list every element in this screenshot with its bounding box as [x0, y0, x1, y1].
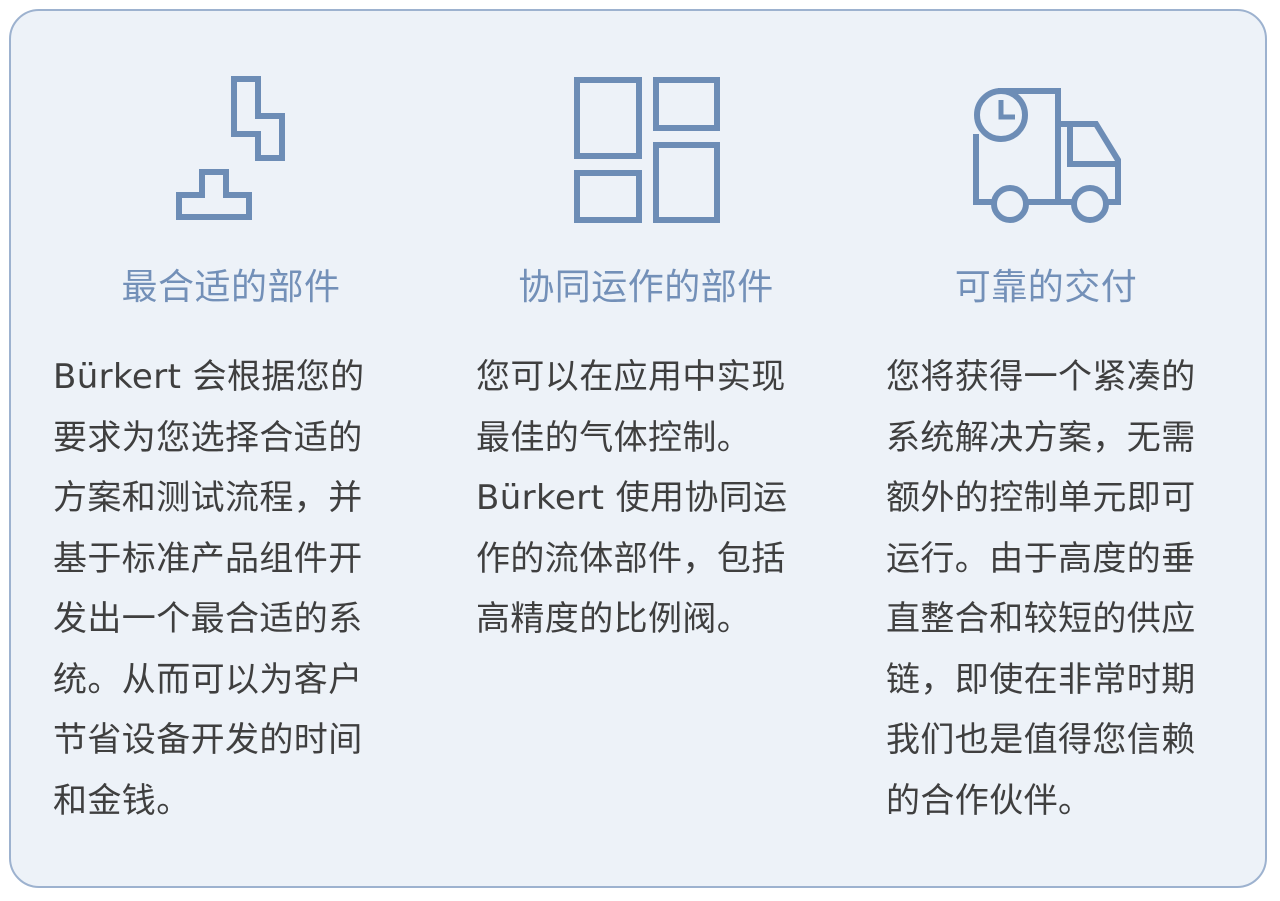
delivery-truck-clock-icon — [970, 84, 1126, 226]
feature-title-best-components: 最合适的部件 — [121, 267, 341, 308]
feature-description-reliable-delivery: 您将获得一个紧凑的 系统解决方案，无需 额外的控制单元即可 运行。由于高度的垂 … — [886, 357, 1196, 821]
feature-title-cooperating-components: 协同运作的部件 — [518, 267, 774, 308]
feature-description-best-components: Bürkert 会根据您的 要求为您选择合适的 方案和测试流程，并 基于标准产品… — [53, 357, 365, 821]
layout-grid-icon — [570, 74, 724, 226]
tetris-blocks-icon — [172, 74, 292, 224]
feature-title-reliable-delivery: 可靠的交付 — [954, 267, 1138, 308]
feature-description-cooperating-components: 您可以在应用中实现 最佳的气体控制。 Bürkert 使用协同运 作的流体部件，… — [476, 357, 788, 639]
